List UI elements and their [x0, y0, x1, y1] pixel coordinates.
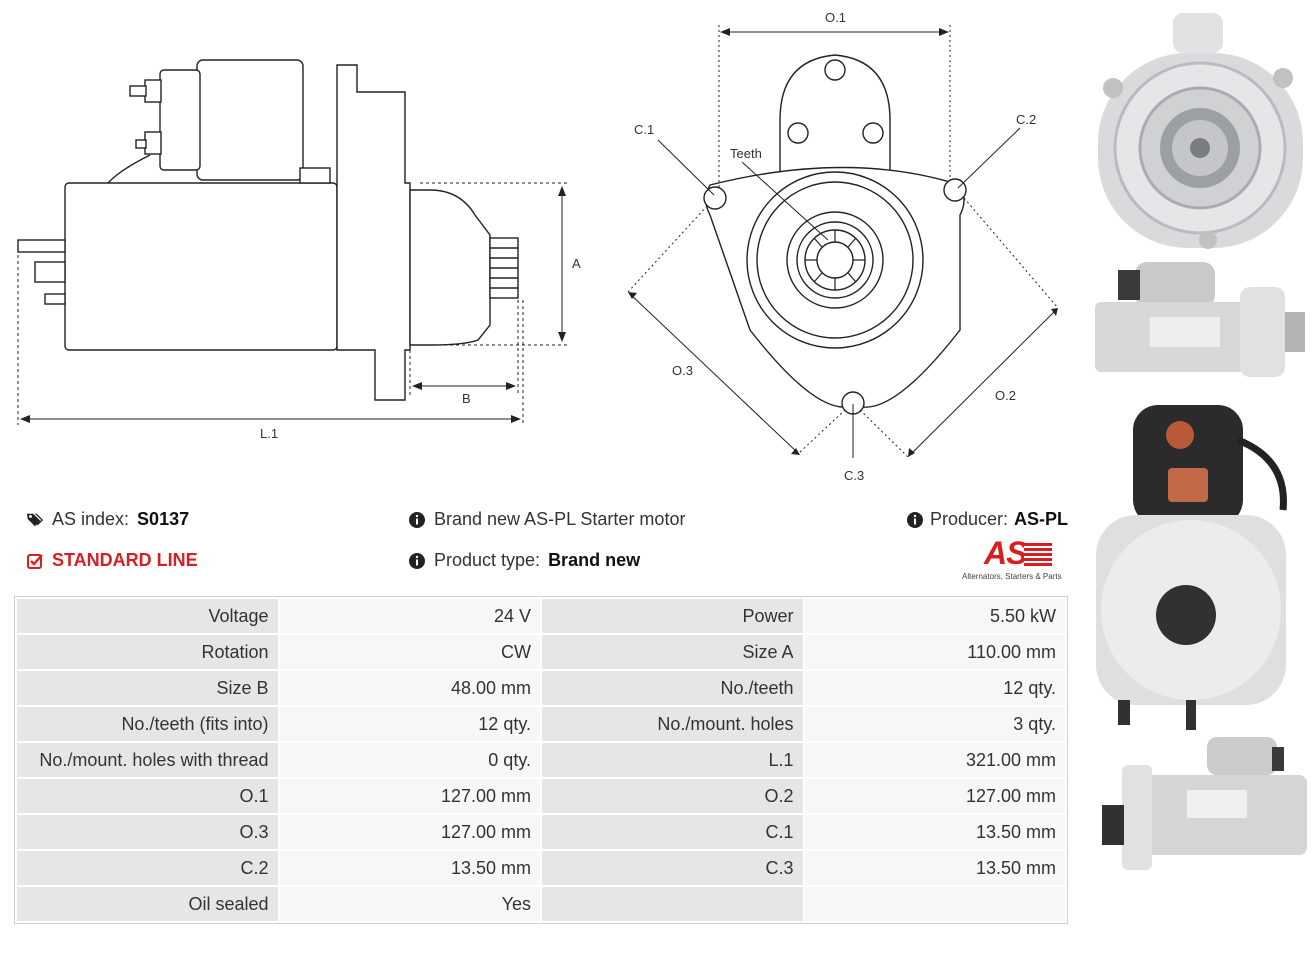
spec-label: No./teeth	[542, 671, 803, 705]
spec-value: 48.00 mm	[279, 671, 540, 705]
spec-value: 127.00 mm	[804, 779, 1065, 813]
teeth-label: Teeth	[730, 146, 762, 161]
info-circle-icon	[408, 511, 426, 529]
spec-value: CW	[279, 635, 540, 669]
spec-label: Oil sealed	[17, 887, 278, 921]
dim-A-label: A	[572, 256, 581, 271]
spec-value: 12 qty.	[804, 671, 1065, 705]
spec-label: Size B	[17, 671, 278, 705]
spec-value: 12 qty.	[279, 707, 540, 741]
spec-label: O.2	[542, 779, 803, 813]
dim-O2-label: O.2	[995, 388, 1016, 403]
standard-line-badge: STANDARD LINE	[26, 550, 198, 571]
spec-label: Power	[542, 599, 803, 633]
as-index-row: AS index: S0137	[26, 509, 189, 530]
product-photo-rear[interactable]	[1088, 400, 1308, 730]
dim-C1-label: C.1	[634, 122, 654, 137]
spec-label: C.2	[17, 851, 278, 885]
producer-row: Producer: AS-PL	[906, 509, 1068, 530]
spec-label	[542, 887, 803, 921]
spec-label: No./teeth (fits into)	[17, 707, 278, 741]
as-pl-logo: AS Alternators, Starters & Parts	[962, 535, 1068, 583]
dim-L1-label: L.1	[260, 426, 278, 441]
checkbox-icon	[26, 552, 44, 570]
spec-value: 5.50 kW	[804, 599, 1065, 633]
as-index-value: S0137	[137, 509, 190, 529]
product-type-label: Product type:	[434, 550, 541, 570]
product-photo-angled[interactable]	[1092, 735, 1312, 875]
info-circle-icon	[906, 511, 924, 529]
spec-label: Size A	[542, 635, 803, 669]
dim-O1-label: O.1	[825, 10, 846, 25]
dim-B-label: B	[462, 391, 471, 406]
spec-value	[804, 887, 1065, 921]
spec-value: 110.00 mm	[804, 635, 1065, 669]
dim-O3-label: O.3	[672, 363, 693, 378]
spec-label: O.3	[17, 815, 278, 849]
spec-label: O.1	[17, 779, 278, 813]
front-view-drawing: O.1 O.3 O.2 C.1 C.2 C.3 Teeth	[627, 10, 1059, 483]
product-type-value: Brand new	[548, 550, 641, 570]
product-type-row: Product type: Brand new	[408, 550, 640, 571]
spec-value: 24 V	[279, 599, 540, 633]
dim-C3-label: C.3	[844, 468, 864, 483]
spec-value: 13.50 mm	[804, 851, 1065, 885]
producer-value: AS-PL	[1014, 509, 1069, 529]
spec-label: L.1	[542, 743, 803, 777]
spec-value: 3 qty.	[804, 707, 1065, 741]
spec-value: 13.50 mm	[804, 815, 1065, 849]
spec-value: Yes	[279, 887, 540, 921]
dim-C2-label: C.2	[1016, 112, 1036, 127]
standard-line-label: STANDARD LINE	[52, 550, 198, 570]
logo-stripes	[1024, 543, 1052, 567]
spec-value: 321.00 mm	[804, 743, 1065, 777]
description-row: Brand new AS-PL Starter motor	[408, 509, 685, 530]
info-circle-icon	[408, 552, 426, 570]
spec-label: Rotation	[17, 635, 278, 669]
spec-label: C.3	[542, 851, 803, 885]
spec-value: 13.50 mm	[279, 851, 540, 885]
product-photo-front[interactable]	[1088, 8, 1308, 258]
spec-label: Voltage	[17, 599, 278, 633]
tags-icon	[26, 511, 44, 529]
spec-value: 0 qty.	[279, 743, 540, 777]
spec-value: 127.00 mm	[279, 815, 540, 849]
spec-label: No./mount. holes with thread	[17, 743, 278, 777]
table-row: No./teeth (fits into)12 qty.No./mount. h…	[17, 707, 1065, 741]
logo-mark: AS	[984, 535, 1027, 571]
description-text: Brand new AS-PL Starter motor	[434, 509, 686, 529]
spec-label: No./mount. holes	[542, 707, 803, 741]
spec-value: 127.00 mm	[279, 779, 540, 813]
product-photo-side[interactable]	[1090, 262, 1310, 382]
producer-label: Producer:	[930, 509, 1009, 529]
side-view-drawing: A B L.1	[17, 59, 581, 441]
logo-tagline: Alternators, Starters & Parts	[962, 572, 1062, 581]
spec-label: C.1	[542, 815, 803, 849]
as-index-label: AS index:	[52, 509, 130, 529]
